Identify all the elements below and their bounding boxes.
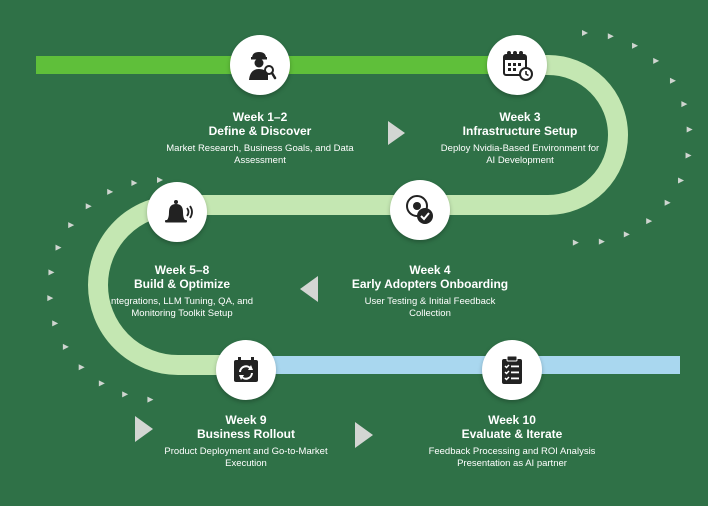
arc-left-dot: [85, 203, 92, 210]
step-6-node: [482, 340, 542, 400]
arc-left-dot: [52, 320, 59, 327]
step-5-title: Business Rollout: [196, 427, 295, 441]
arc-left-dot: [68, 222, 75, 229]
arc-right-dot: [632, 42, 639, 49]
step-3-desc-line-1: User Testing & Initial Feedback: [364, 296, 496, 307]
arc-right-dot: [607, 33, 614, 40]
step-4-text: Week 5–8 Build & Optimize ntegrations, L…: [82, 263, 282, 320]
step-5-text: Week 9 Business Rollout Product Deployme…: [146, 413, 346, 470]
arc-right-dot: [681, 101, 688, 108]
arc-left-dot: [47, 295, 54, 302]
arc-right-dot: [664, 199, 671, 206]
step-6-desc-line-1: Feedback Processing and ROI Analysis: [428, 446, 596, 457]
calendar-gears-icon: [503, 51, 533, 81]
clipboard-checklist-icon: [502, 355, 522, 384]
arc-left-dot: [122, 391, 129, 398]
step-2-title: Infrastructure Setup: [462, 124, 578, 138]
step-6-title: Evaluate & Iterate: [461, 427, 563, 441]
arc-left-dot: [157, 177, 163, 183]
arc-left-dot: [48, 269, 55, 276]
arc-right-dot: [623, 231, 630, 238]
arc-right-dot: [678, 177, 685, 184]
step-4-desc-line-1: ntegrations, LLM Tuning, QA, and: [110, 296, 254, 307]
step-6-desc-line-2: Presentation as AI partner: [457, 458, 567, 469]
step-5-week: Week 9: [225, 413, 267, 427]
step-3-desc: User Testing & Initial Feedback Collecti…: [330, 296, 530, 320]
step-5-desc: Product Deployment and Go-to-Market Exec…: [146, 446, 346, 470]
arc-left-dot: [107, 188, 114, 195]
step-3-node: [390, 180, 450, 240]
step-3-desc-line-2: Collection: [409, 308, 451, 319]
step-1-desc-line-1: Market Research, Business Goals, and Dat…: [166, 143, 354, 154]
dotted-arc-left: [47, 177, 163, 403]
step-3-title: Early Adopters Onboarding: [351, 277, 509, 291]
arrow-left-1: [300, 276, 318, 302]
arc-left-dot: [98, 380, 105, 387]
step-2-desc-line-2: AI Development: [486, 155, 554, 166]
bell-ringing-icon: [165, 200, 193, 223]
arc-left-dot: [55, 244, 62, 251]
step-6-week: Week 10: [488, 413, 536, 427]
arc-right-dot: [572, 239, 579, 246]
bottom-bar: [250, 356, 680, 374]
step-2-node: [487, 35, 547, 95]
step-5-node: [216, 340, 276, 400]
arc-right-dot: [685, 152, 692, 159]
step-1-text: Week 1–2 Define & Discover Market Resear…: [160, 110, 360, 167]
step-2-desc-line-1: Deploy Nvidia-Based Environment for: [440, 143, 600, 154]
step-3-text: Week 4 Early Adopters Onboarding User Te…: [330, 263, 530, 320]
step-5-desc-line-2: Execution: [225, 458, 267, 469]
arc-right-dot: [669, 77, 676, 84]
step-6-desc: Feedback Processing and ROI Analysis Pre…: [412, 446, 612, 470]
step-4-week: Week 5–8: [154, 263, 210, 277]
calendar-refresh-icon: [234, 357, 258, 382]
arc-left-dot: [78, 364, 85, 371]
arc-right-dot: [582, 30, 588, 36]
arrow-right-3: [355, 422, 373, 448]
step-2-text: Week 3 Infrastructure Setup Deploy Nvidi…: [420, 110, 620, 167]
arc-right-dot: [686, 126, 693, 133]
step-1-node: [230, 35, 290, 95]
researcher-magnifier-icon: [249, 52, 277, 80]
arc-left-dot: [62, 343, 69, 350]
step-1-desc: Market Research, Business Goals, and Dat…: [160, 143, 360, 167]
arc-right-dot: [598, 238, 605, 245]
arc-left-dot: [147, 396, 154, 403]
step-1-title: Define & Discover: [208, 124, 312, 138]
arrow-right-1: [388, 121, 405, 145]
step-4-desc: ntegrations, LLM Tuning, QA, and Monitor…: [82, 296, 282, 320]
feedback-check-icon: [406, 195, 433, 224]
step-2-week: Week 3: [499, 110, 541, 124]
arc-right-dot: [646, 218, 653, 225]
step-2-desc: Deploy Nvidia-Based Environment for AI D…: [420, 143, 620, 167]
dotted-arc-right: [572, 30, 693, 246]
step-3-week: Week 4: [409, 263, 451, 277]
arc-right-dot: [653, 57, 660, 64]
step-4-node: [147, 182, 207, 242]
arc-left-dot: [131, 180, 138, 187]
step-6-text: Week 10 Evaluate & Iterate Feedback Proc…: [412, 413, 612, 470]
step-4-desc-line-2: Monitoring Toolkit Setup: [131, 308, 233, 319]
step-4-title: Build & Optimize: [134, 277, 230, 291]
step-5-desc-line-1: Product Deployment and Go-to-Market: [164, 446, 328, 457]
step-1-desc-line-2: Assessment: [234, 155, 286, 166]
step-1-week: Week 1–2: [232, 110, 288, 124]
arrow-right-2: [135, 416, 153, 442]
